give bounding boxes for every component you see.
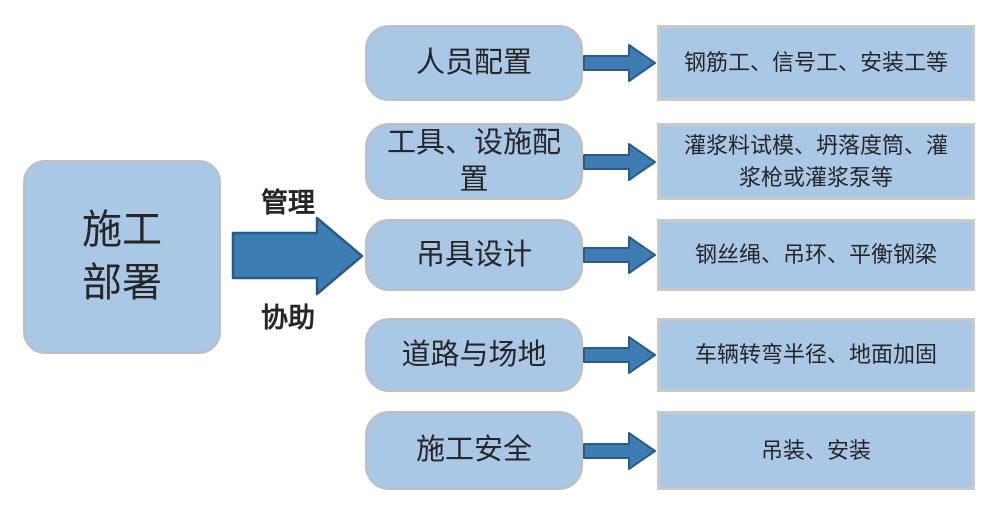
right-arrow-icon <box>583 44 656 82</box>
category-label: 道路与场地 <box>401 338 547 371</box>
diagram-row: 人员配置 钢筋工、信号工、安装工等 <box>365 25 975 101</box>
category-node: 吊具设计 <box>365 219 583 291</box>
diagram-row: 工具、设施配置 灌浆料试模、坍落度筒、灌浆枪或灌浆泵等 <box>365 123 975 200</box>
root-node: 施工部署 <box>23 160 221 354</box>
detail-label: 吊装、安装 <box>760 437 871 463</box>
detail-label: 灌浆料试模、坍落度筒、灌浆枪或灌浆泵等 <box>683 132 948 190</box>
detail-label: 车辆转弯半径、地面加固 <box>694 342 937 368</box>
big-right-arrow-icon <box>231 216 364 296</box>
category-node: 道路与场地 <box>365 318 583 392</box>
detail-label: 钢筋工、信号工、安装工等 <box>683 50 948 76</box>
arrow-label-manage: 管理 <box>261 188 315 218</box>
arrow-label-assist: 协助 <box>261 303 315 333</box>
detail-node: 钢丝绳、吊环、平衡钢梁 <box>657 219 975 291</box>
category-label: 吊具设计 <box>415 238 532 271</box>
root-node-label: 施工部署 <box>82 208 162 305</box>
detail-node: 车辆转弯半径、地面加固 <box>657 318 975 392</box>
right-arrow-icon <box>583 142 656 181</box>
category-label: 工具、设施配置 <box>386 127 561 196</box>
right-arrow-icon <box>583 336 656 374</box>
category-label: 施工安全 <box>415 434 532 467</box>
category-node: 施工安全 <box>365 411 583 490</box>
detail-node: 吊装、安装 <box>657 411 975 490</box>
detail-node: 灌浆料试模、坍落度筒、灌浆枪或灌浆泵等 <box>657 123 975 200</box>
diagram-row: 吊具设计 钢丝绳、吊环、平衡钢梁 <box>365 219 975 291</box>
category-label: 人员配置 <box>415 46 532 79</box>
detail-label: 钢丝绳、吊环、平衡钢梁 <box>694 242 937 268</box>
category-node: 人员配置 <box>365 25 583 101</box>
right-arrow-icon <box>583 236 656 274</box>
detail-node: 钢筋工、信号工、安装工等 <box>657 25 975 101</box>
diagram-row: 施工安全 吊装、安装 <box>365 411 975 490</box>
category-node: 工具、设施配置 <box>365 123 583 200</box>
diagram-row: 道路与场地 车辆转弯半径、地面加固 <box>365 318 975 392</box>
right-arrow-icon <box>583 431 656 470</box>
